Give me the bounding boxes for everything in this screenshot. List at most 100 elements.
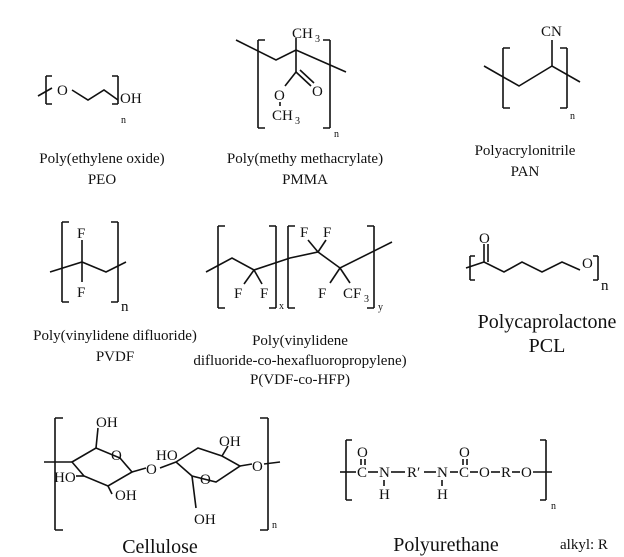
cellulose-subscript-n: n	[272, 520, 277, 531]
pvdf-hfp-name-line1: Poly(vinylidene	[252, 333, 348, 349]
pvdf-hfp-name-line2: difluoride-co-hexafluoropropylene)	[193, 353, 406, 369]
pu-r: R	[501, 465, 511, 481]
peo-left-bracket	[45, 75, 52, 105]
pvdf-hfp-bond-f4	[317, 239, 327, 253]
pmma-carbonyl-bond-2	[299, 69, 315, 84]
cellulose-ho-1: HO	[54, 470, 76, 486]
pvdf-right-bracket	[111, 221, 119, 303]
pvdf-hfp-bond-f1	[243, 269, 255, 285]
cellulose-right-bond	[263, 461, 281, 465]
pcl-right-bracket	[593, 255, 599, 281]
pmma-right-bracket	[323, 39, 331, 129]
cellulose-ch2-bond-2	[191, 475, 197, 509]
pu-o3: O	[479, 465, 490, 481]
pvdf-f-bottom: F	[77, 285, 85, 301]
pu-subscript-n: n	[551, 501, 556, 512]
peo-name: Poly(ethylene oxide)	[39, 151, 164, 167]
peo-abbr: PEO	[88, 172, 117, 188]
pu-o1: O	[357, 445, 368, 461]
pvdf-hfp-bond-f5	[329, 267, 341, 284]
pvdf-hfp-bond-f2	[253, 269, 263, 285]
pvdf-hfp-f5: F	[318, 286, 326, 302]
pcl-o-ring: O	[582, 256, 593, 272]
pvdf-hfp-bond-cf3	[339, 267, 351, 284]
pvdf-hfp-subscript-x: x	[279, 301, 284, 312]
pu-c1: C	[357, 465, 367, 481]
cellulose-oh-bond-3	[221, 445, 229, 457]
pmma-structure: CH 3 O O CH 3 n	[235, 26, 347, 140]
pan-left-bracket	[502, 47, 510, 109]
cellulose-right-bracket	[260, 417, 269, 531]
pvdf-hfp-bond-f3	[307, 239, 319, 253]
cellulose-right-o: O	[252, 459, 263, 475]
pvdf-structure: F F n	[49, 221, 129, 315]
peo-atom-oh: OH	[120, 91, 142, 107]
cellulose-oh-bottom-2: OH	[194, 512, 216, 528]
pan-right-bracket	[560, 47, 568, 109]
cellulose-ch2-bond-1	[95, 427, 99, 449]
pvdf-hfp-f4: F	[323, 225, 331, 241]
pvdf-hfp-bracket-1-right	[269, 225, 277, 309]
pvdf-f-top: F	[77, 226, 85, 242]
cellulose-ring-o-2: O	[200, 472, 211, 488]
pu-n1: N	[379, 465, 390, 481]
pu-left-bracket	[345, 439, 352, 501]
footer-note-alkyl: alkyl: R	[560, 537, 608, 553]
pu-h1: H	[379, 487, 390, 503]
pvdf-backbone	[49, 261, 127, 273]
pvdf-hfp-abbr: P(VDF-co-HFP)	[250, 372, 350, 388]
cellulose-structure: OH O HO OH O HO OH O OH O n	[44, 415, 281, 531]
pcl-subscript-n: n	[601, 278, 609, 294]
pvdf-left-bracket	[61, 221, 69, 303]
pu-right-bracket	[540, 439, 547, 501]
pmma-ch3-bottom-sub: 3	[295, 116, 300, 127]
peo-atom-o: O	[57, 83, 68, 99]
pvdf-hfp-bracket-1-left	[217, 225, 225, 309]
polyurethane-structure: C O N H R′ N H C O O R O n	[340, 439, 556, 512]
pmma-o-single: O	[274, 88, 285, 104]
pmma-ch3-bottom: CH	[272, 108, 293, 124]
pu-o2: O	[459, 445, 470, 461]
cellulose-oh-top-1: OH	[96, 415, 118, 431]
pvdf-hfp-cf3-sub: 3	[364, 294, 369, 305]
pu-c2: C	[459, 465, 469, 481]
pvdf-hfp-f3: F	[300, 225, 308, 241]
pvdf-name: Poly(vinylidene difluoride)	[33, 328, 197, 344]
pvdf-hfp-subscript-y: y	[378, 302, 383, 313]
cellulose-ring-o-1: O	[111, 448, 122, 464]
pan-name: Polyacrylonitrile	[475, 143, 576, 159]
pvdf-subscript-n: n	[121, 299, 129, 315]
pmma-ch3-top-sub: 3	[315, 34, 320, 45]
cellulose-left-bracket	[54, 417, 63, 531]
pvdf-hfp-backbone	[205, 241, 393, 273]
cellulose-ho-2: HO	[156, 448, 178, 464]
cellulose-oh-bond-2	[107, 485, 113, 495]
pmma-subscript-n: n	[334, 129, 339, 140]
pu-r-prime: R′	[407, 465, 420, 481]
pcl-left-bracket	[469, 255, 475, 281]
pvdf-hfp-bracket-2-right	[367, 225, 375, 309]
pvdf-hfp-f2: F	[260, 286, 268, 302]
peo-structure: O OH n	[37, 75, 142, 126]
pan-cn: CN	[541, 24, 562, 40]
cellulose-right-link	[239, 463, 253, 467]
pmma-abbr: PMMA	[282, 172, 328, 188]
cellulose-glycosidic-o: O	[146, 462, 157, 478]
pcl-name: Polycaprolactone	[478, 311, 617, 333]
pmma-backbone	[235, 39, 347, 73]
pmma-ch3-top: CH	[292, 26, 313, 42]
pvdf-hfp-f1: F	[234, 286, 242, 302]
peo-chain	[71, 89, 119, 101]
polyurethane-name: Polyurethane	[393, 534, 499, 556]
pu-h2: H	[437, 487, 448, 503]
pmma-carbonyl-bond-1	[295, 71, 312, 87]
pu-n2: N	[437, 465, 448, 481]
pmma-left-bracket	[257, 39, 265, 129]
pcl-chain	[465, 261, 581, 273]
pan-backbone	[483, 65, 581, 87]
pmma-name: Poly(methy methacrylate)	[227, 151, 383, 167]
cellulose-oh-top-2: OH	[219, 434, 241, 450]
cellulose-glycosidic-bond-1	[131, 467, 147, 473]
pan-structure: CN n	[483, 24, 581, 122]
